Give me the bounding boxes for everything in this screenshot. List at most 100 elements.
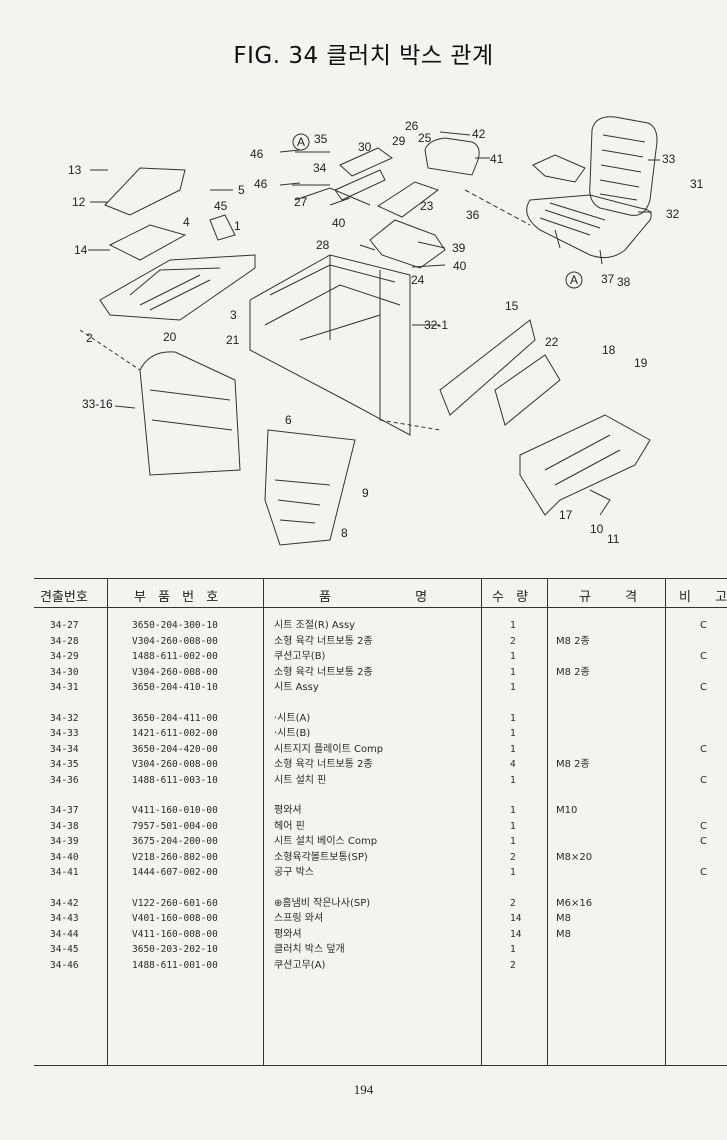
cell-part: V304-260-008-00 [132,666,218,678]
cell-no: 34-29 [50,651,79,662]
callout-8: 8 [341,526,348,540]
cell-spec: M8×20 [556,851,593,863]
callout-42: 42 [472,127,486,141]
cell-name: 시트 Assy [274,682,319,693]
callout-40a: 40 [332,216,346,230]
cell-part: V304-260-008-00 [132,635,218,647]
cell-qty: 14 [510,928,522,940]
callout-labels: 13 12 14 4 45 5 1 2 3 20 21 33-16 46 46 … [68,119,704,546]
exploded-parts-diagram: 13 12 14 4 45 5 1 2 3 20 21 33-16 46 46 … [68,116,704,546]
callout-34: 34 [313,161,327,175]
callout-17: 17 [559,508,573,522]
cell-qty: 1 [510,944,516,955]
cell-spec: M8 [556,913,571,924]
callout-46b: 46 [254,177,268,191]
floor-plate-drawing [99,254,256,321]
cell-no: 34-37 [50,805,79,816]
seat-base-drawing [369,219,446,269]
cell-qty: 4 [510,759,516,770]
header-quantity: 수 량 [492,590,533,605]
cell-name: 클러치 박스 덮개 [274,944,345,955]
callout-39: 39 [452,241,466,255]
callout-35: 35 [314,132,328,146]
cell-no: 34-32 [50,712,79,724]
cell-part: V411-160-010-00 [132,805,218,816]
callout-23: 23 [420,199,434,213]
cell-part: 3650-204-420-00 [132,743,218,755]
cell-qty: 1 [510,805,516,816]
callout-13: 13 [68,163,82,177]
callout-1: 1 [234,219,241,233]
header-part-name: 품 명 [319,590,428,605]
cell-name: 시트 설치 베이스 Comp [274,836,378,847]
callout-19: 19 [634,356,648,370]
callout-26: 26 [405,119,419,133]
cell-part: 3675-204-200-00 [132,836,218,847]
callout-38: 38 [617,275,631,289]
cell-note: C [700,743,707,755]
cell-part: 7957-501-004-00 [132,820,218,832]
cell-spec: M10 [556,805,578,816]
cell-part: 1488-611-001-00 [132,959,218,971]
callout-32: 32 [666,207,680,221]
cell-no: 34-31 [50,682,79,693]
callout-5: 5 [238,183,245,197]
callout-21: 21 [226,333,240,347]
cell-spec: M8 2종 [556,666,590,678]
cell-part: 1488-611-002-00 [132,651,218,662]
cell-qty: 2 [510,897,516,909]
cell-name: 시트지지 플레이트 Comp [274,743,384,755]
cell-note: C [700,774,707,786]
callout-46a: 46 [250,147,264,161]
cell-qty: 1 [510,651,516,662]
callout-29: 29 [392,134,406,148]
cell-no: 34-27 [50,620,79,631]
lower-cover-drawing [264,429,356,546]
callout-3: 3 [230,308,237,322]
cell-name: 스프링 와셔 [274,913,324,924]
cell-qty: 1 [510,682,516,693]
callout-18: 18 [602,343,616,357]
front-cover-drawing [139,351,241,476]
cell-qty: 14 [510,913,522,924]
cell-no: 34-40 [50,851,79,863]
cell-part: 3650-204-410-10 [132,682,218,693]
cell-part: V411-160-008-00 [132,928,218,940]
cell-no: 34-35 [50,759,79,770]
callout-33-16: 33-16 [82,397,113,411]
cell-part: V122-260-601-60 [132,897,218,909]
callout-14: 14 [74,243,88,257]
cell-no: 34-38 [50,820,79,832]
callout-41: 41 [490,152,504,166]
callout-32-1: 32-1 [424,318,448,332]
cell-note: C [700,682,707,693]
cell-no: 34-28 [50,635,79,647]
cell-qty: 1 [510,620,516,631]
callout-36: 36 [466,208,480,222]
cell-no: 34-34 [50,743,79,755]
cell-name: 쿠션고무(A) [274,959,326,971]
callout-24: 24 [411,273,425,287]
cell-name: 소형육각볼트보통(SP) [274,851,368,863]
header-spec: 규 격 [579,590,638,605]
cell-qty: 2 [510,851,516,863]
cell-qty: 1 [510,867,516,878]
cell-part: V401-160-008-00 [132,913,218,924]
callout-25: 25 [418,131,432,145]
cell-part: V304-260-008-00 [132,759,218,770]
page-title: FIG. 34 클러치 박스 관계 [233,43,494,69]
cell-qty: 1 [510,820,516,832]
cell-note: C [700,867,707,878]
cell-part: 3650-203-202-10 [132,944,218,955]
marker-A-lower-circle [565,271,583,289]
callout-22: 22 [545,335,559,349]
cell-qty: 2 [510,959,516,971]
cell-note: C [700,651,707,662]
cell-part: 1488-611-003-10 [132,774,218,786]
marker-A-upper-circle [292,133,310,151]
callout-30: 30 [358,140,372,154]
cell-part: 3650-204-300-10 [132,620,218,631]
cell-no: 34-46 [50,959,79,971]
callout-15: 15 [505,299,519,313]
